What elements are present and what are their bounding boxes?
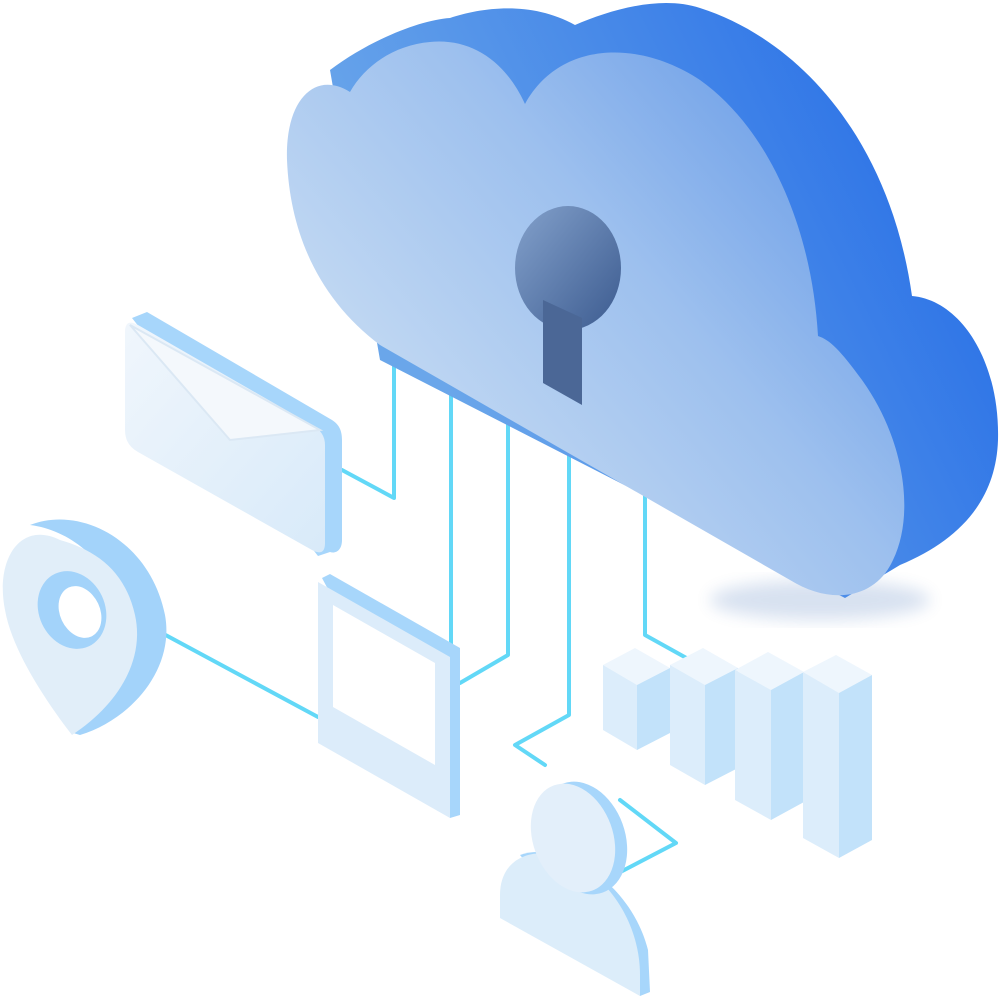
user-head [530, 783, 616, 893]
chart-bar-1 [603, 648, 670, 750]
pin-side [30, 519, 167, 735]
chart-bar-2 [670, 648, 738, 785]
connector-user [513, 453, 571, 767]
envelope-icon [125, 312, 342, 556]
document-icon [318, 574, 460, 818]
bar-chart-icon [603, 648, 872, 858]
user-icon [500, 781, 650, 996]
pin-hole [58, 586, 102, 638]
chart-bar-3 [735, 652, 804, 820]
connector-lines [158, 343, 692, 882]
connector-document-b [458, 413, 510, 685]
envelope-flap [129, 324, 324, 442]
document-inner [333, 605, 435, 765]
keyhole-icon [515, 206, 621, 405]
cloud-lock-icon [286, 3, 999, 599]
connector-pin [158, 630, 320, 719]
connector-envelope [340, 343, 396, 500]
location-pin-icon [2, 519, 167, 735]
envelope-face [125, 322, 325, 553]
chart-bar-4 [803, 655, 872, 858]
cloud-shadow [710, 580, 930, 620]
connector-user-side [603, 798, 678, 882]
connector-chart [643, 493, 692, 662]
